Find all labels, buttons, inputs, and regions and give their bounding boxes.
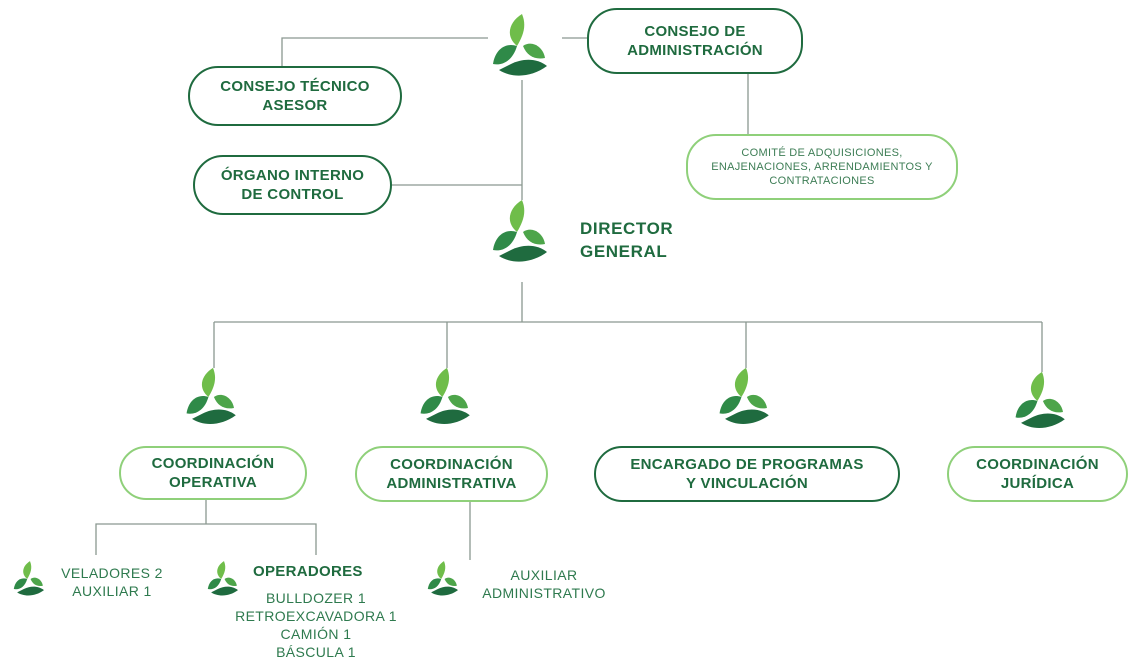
- leaf-logo-icon: [207, 561, 238, 596]
- organo-interno-label: ÓRGANO INTERNO DE CONTROL: [220, 167, 365, 203]
- consejo-administracion-box: CONSEJO DE ADMINISTRACIÓN: [587, 8, 803, 74]
- consejo-administracion-label: CONSEJO DE ADMINISTRACIÓN: [627, 23, 763, 59]
- leaf-logo-icon: [427, 561, 458, 596]
- organo-interno-box: ÓRGANO INTERNO DE CONTROL: [193, 155, 392, 215]
- coordinacion-administrativa-box: COORDINACIÓN ADMINISTRATIVA: [355, 446, 548, 502]
- leaf-logo-icon: [493, 14, 547, 76]
- coordinacion-operativa-box: COORDINACIÓN OPERATIVA: [119, 446, 307, 500]
- comite-label: COMITÉ DE ADQUISICIONES, ENAJENACIONES, …: [711, 147, 933, 187]
- consejo-tecnico-label: CONSEJO TÉCNICO ASESOR: [220, 78, 370, 114]
- coordinacion-administrativa-label: COORDINACIÓN ADMINISTRATIVA: [386, 456, 517, 492]
- veladores-text: VELADORES 2 AUXILIAR 1: [61, 565, 163, 599]
- operadores-title: OPERADORES: [253, 563, 363, 580]
- comite-box: COMITÉ DE ADQUISICIONES, ENAJENACIONES, …: [686, 134, 958, 200]
- leaf-logo-icon: [420, 367, 470, 424]
- auxiliar-administrativo-text: AUXILIAR ADMINISTRATIVO: [482, 567, 606, 601]
- encargado-programas-label: ENCARGADO DE PROGRAMAS Y VINCULACIÓN: [630, 456, 864, 492]
- leaf-logo-icon: [186, 367, 236, 424]
- coordinacion-juridica-label: COORDINACIÓN JURÍDICA: [976, 456, 1099, 492]
- consejo-tecnico-box: CONSEJO TÉCNICO ASESOR: [188, 66, 402, 126]
- director-general-label: DIRECTOR GENERAL: [580, 219, 674, 261]
- leaf-logo-icon: [1015, 371, 1065, 428]
- coordinacion-juridica-box: COORDINACIÓN JURÍDICA: [947, 446, 1128, 502]
- leaf-logo-icon: [493, 200, 547, 262]
- coordinacion-operativa-label: COORDINACIÓN OPERATIVA: [151, 455, 275, 491]
- leaf-logo-icon: [719, 367, 769, 424]
- leaf-logo-icon: [13, 561, 44, 596]
- encargado-programas-box: ENCARGADO DE PROGRAMAS Y VINCULACIÓN: [594, 446, 900, 502]
- operadores-list: BULLDOZER 1 RETROEXCAVADORA 1 CAMIÓN 1 B…: [235, 590, 397, 660]
